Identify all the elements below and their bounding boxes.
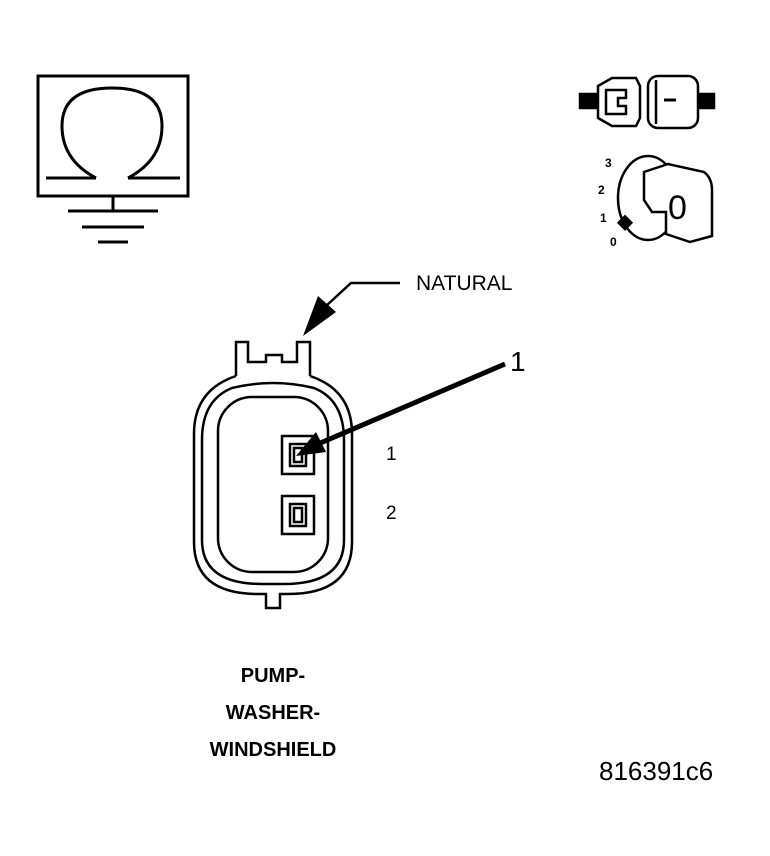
ground-symbol-icon (68, 196, 158, 244)
terminal-pin-2 (280, 494, 316, 536)
pin-2-label: 2 (386, 503, 397, 524)
ohmmeter-icon (36, 74, 190, 198)
component-name: PUMP- WASHER- WINDSHIELD (173, 658, 373, 769)
callout-number: 1 (510, 346, 526, 377)
pin-1-label: 1 (386, 444, 397, 465)
connector-body (192, 340, 354, 610)
ignition-key-position-label: 0 (668, 189, 687, 227)
connector-disconnect-icon (578, 74, 716, 130)
natural-leader-line (303, 281, 400, 336)
ignition-position-3: 3 (605, 156, 612, 170)
ignition-position-2: 2 (598, 183, 605, 197)
component-name-line: WINDSHIELD (209, 739, 337, 761)
connector-color-label: NATURAL (416, 272, 513, 295)
component-name-line: PUMP- (240, 665, 306, 687)
component-name-line: WASHER- (225, 702, 321, 724)
ignition-position-0: 0 (610, 235, 617, 249)
callout-leader-line (296, 361, 506, 456)
ignition-key-icon (616, 154, 714, 244)
figure-id: 816391c6 (599, 756, 714, 786)
ignition-position-1: 1 (600, 211, 607, 225)
